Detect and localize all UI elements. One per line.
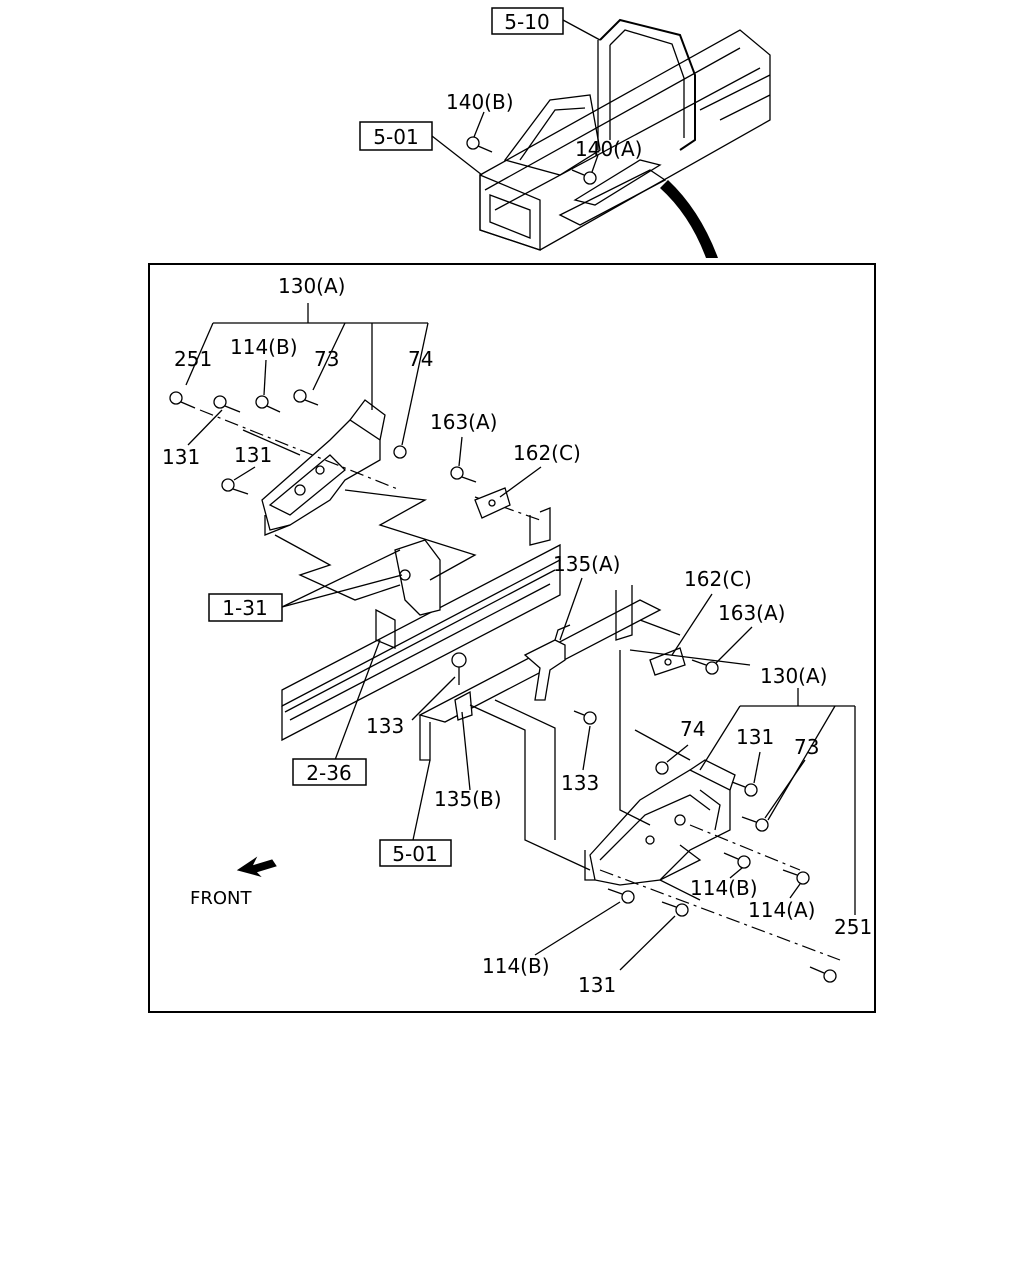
part-251-right-label: 251 (834, 915, 872, 939)
ref-5-10-label: 5-10 (504, 10, 549, 34)
ref-5-01-top-label: 5-01 (373, 125, 418, 149)
ref-2-36-label: 2-36 (306, 761, 351, 785)
front-arrow-icon (236, 856, 277, 877)
bracket-130a-top (261, 399, 441, 649)
ref-box-1-31 (208, 593, 283, 622)
part-130a-right-label: 130(A) (760, 664, 827, 688)
part-114b-bottom-label: 114(B) (482, 954, 550, 978)
ref-box-2-36 (292, 758, 367, 786)
part-133-left-label: 133 (366, 714, 404, 738)
ref-box-5-10 (491, 7, 564, 35)
part-135b-label: 135(B) (434, 787, 502, 811)
part-140b-label: 140(B) (446, 90, 514, 114)
leader-lines (185, 303, 856, 971)
fasteners (169, 389, 837, 983)
part-162c-right-label: 162(C) (684, 567, 752, 591)
part-162c-top-label: 162(C) (513, 441, 581, 465)
part-114b-right-label: 114(B) (690, 876, 758, 900)
part-74-top-label: 74 (408, 347, 433, 371)
part-251-top-label: 251 (174, 347, 212, 371)
part-73-right-label: 73 (794, 735, 819, 759)
part-131-top-b-label: 131 (234, 443, 272, 467)
part-131-right-a-label: 131 (736, 725, 774, 749)
part-131-bottom-label: 131 (578, 973, 616, 997)
part-130a-top-label: 130(A) (278, 274, 345, 298)
detail-rail (281, 507, 662, 761)
ref-1-31-label: 1-31 (222, 596, 267, 620)
front-label: FRONT (190, 888, 252, 909)
part-131-top-a-label: 131 (162, 445, 200, 469)
bracket-130a-right (584, 759, 736, 886)
ref-box-5-01-bottom (379, 839, 452, 867)
strap-135a (523, 624, 571, 701)
part-114a-label: 114(A) (748, 898, 815, 922)
part-163a-top-label: 163(A) (430, 410, 497, 434)
ref-5-01-bottom-label: 5-01 (392, 842, 437, 866)
bracket-162c-top (474, 487, 511, 519)
part-163a-right-label: 163(A) (718, 601, 785, 625)
part-74-right-label: 74 (680, 717, 705, 741)
part-73-top-label: 73 (314, 347, 339, 371)
part-135a-label: 135(A) (553, 552, 620, 576)
clip-135b (454, 690, 473, 721)
frame-overview (431, 18, 771, 258)
part-140a-label: 140(A) (575, 137, 642, 161)
ref-box-5-01-top (359, 121, 433, 151)
part-133-right-label: 133 (561, 771, 599, 795)
bracket-162c-right (649, 647, 686, 676)
part-114b-top-label: 114(B) (230, 335, 298, 359)
labels: 5-10 5-01 140(B) 140(A) 130(A) 251 114(B… (162, 10, 872, 997)
detail-frame (148, 263, 876, 1013)
